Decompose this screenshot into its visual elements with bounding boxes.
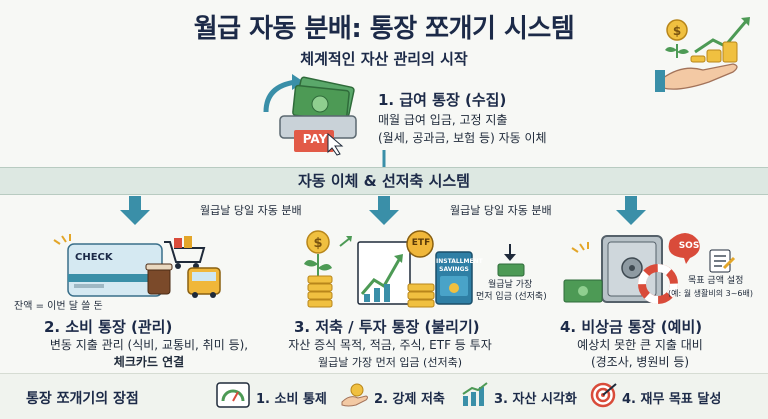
flow-label-right: 월급날 당일 자동 분배 [450,204,552,217]
flow-label-left: 월급날 당일 자동 분배 [200,204,302,217]
benefit-item-4: 4. 재무 목표 달성 [622,392,722,407]
benefit-item-3: 3. 자산 시각화 [494,392,577,407]
spending-line1: 변동 지출 관리 (식비, 교통비, 취미 등), [49,338,249,352]
savings-book-line2: SAVINGS [439,266,469,273]
svg-text:$: $ [313,236,322,251]
deposit-arrow-icon [497,244,525,277]
pay-label: PAY [302,132,328,146]
benefit-item-1: 1. 소비 통제 [256,392,327,407]
bar-chart-icon [462,382,488,406]
svg-text:$: $ [673,24,681,38]
emergency-safe-icon [563,233,736,304]
benefits-title: 통장 쪼개기의 장점 [26,391,139,407]
income-heading: 1. 급여 통장 (수집) [378,91,507,109]
etf-label: ETF [411,238,431,248]
card-label: CHECK [75,252,113,263]
target-icon [590,382,617,408]
goal-note2: (예: 월 생활비의 3~6배) [668,289,753,298]
emergency-heading: 4. 비상금 통장 (예비) [560,318,703,336]
page-title: 월급 자동 분배: 통장 쪼개기 시스템 [193,14,575,44]
pay-terminal-icon [263,74,357,156]
saving-side-note2: 먼저 입금 (선저축) [476,292,547,302]
income-line2: (월세, 공과금, 보험 등) 자동 이체 [378,131,547,145]
benefit-item-2: 2. 강제 저축 [374,392,445,407]
saving-line1: 자산 증식 목적, 적금, 주식, ETF 등 투자 [288,338,492,352]
top-connector [382,150,386,167]
down-arrow-icon [369,196,399,225]
benefits-bar [0,373,768,419]
investment-growth-icon: $ [304,230,473,308]
check-card-icon [53,234,221,298]
saving-heading: 3. 저축 / 투자 통장 (불리기) [294,318,480,336]
goal-note1: 목표 금액 설정 [688,276,744,286]
sos-label: SOS [678,241,700,251]
down-arrow-icon [616,196,646,225]
gauge-icon [216,382,250,408]
spending-line2: 체크카드 연결 [113,355,185,369]
emergency-line2: (경조사, 병원비 등) [590,355,690,369]
income-line1: 매월 급여 입금, 고정 지출 [378,113,508,127]
savings-book-line1: INSTALLMENT [436,258,483,265]
auto-transfer-banner: 자동 이체 & 선저축 시스템 [0,167,768,195]
saving-line2: 월급날 가장 먼저 입금 (선저축) [317,356,462,369]
page-subtitle: 체계적인 자산 관리의 시작 [300,50,468,68]
saving-side-note1: 월급날 가장 [488,280,533,290]
down-arrow-icon [120,196,150,225]
spending-heading: 2. 소비 통장 (관리) [44,318,173,336]
hand-coin-icon [341,383,368,407]
emergency-line1: 예상치 못한 큰 지출 대비 [577,338,703,352]
money-growth-icon: $ [655,17,750,92]
balance-note: 잔액 = 이번 달 쓸 돈 [14,301,103,312]
